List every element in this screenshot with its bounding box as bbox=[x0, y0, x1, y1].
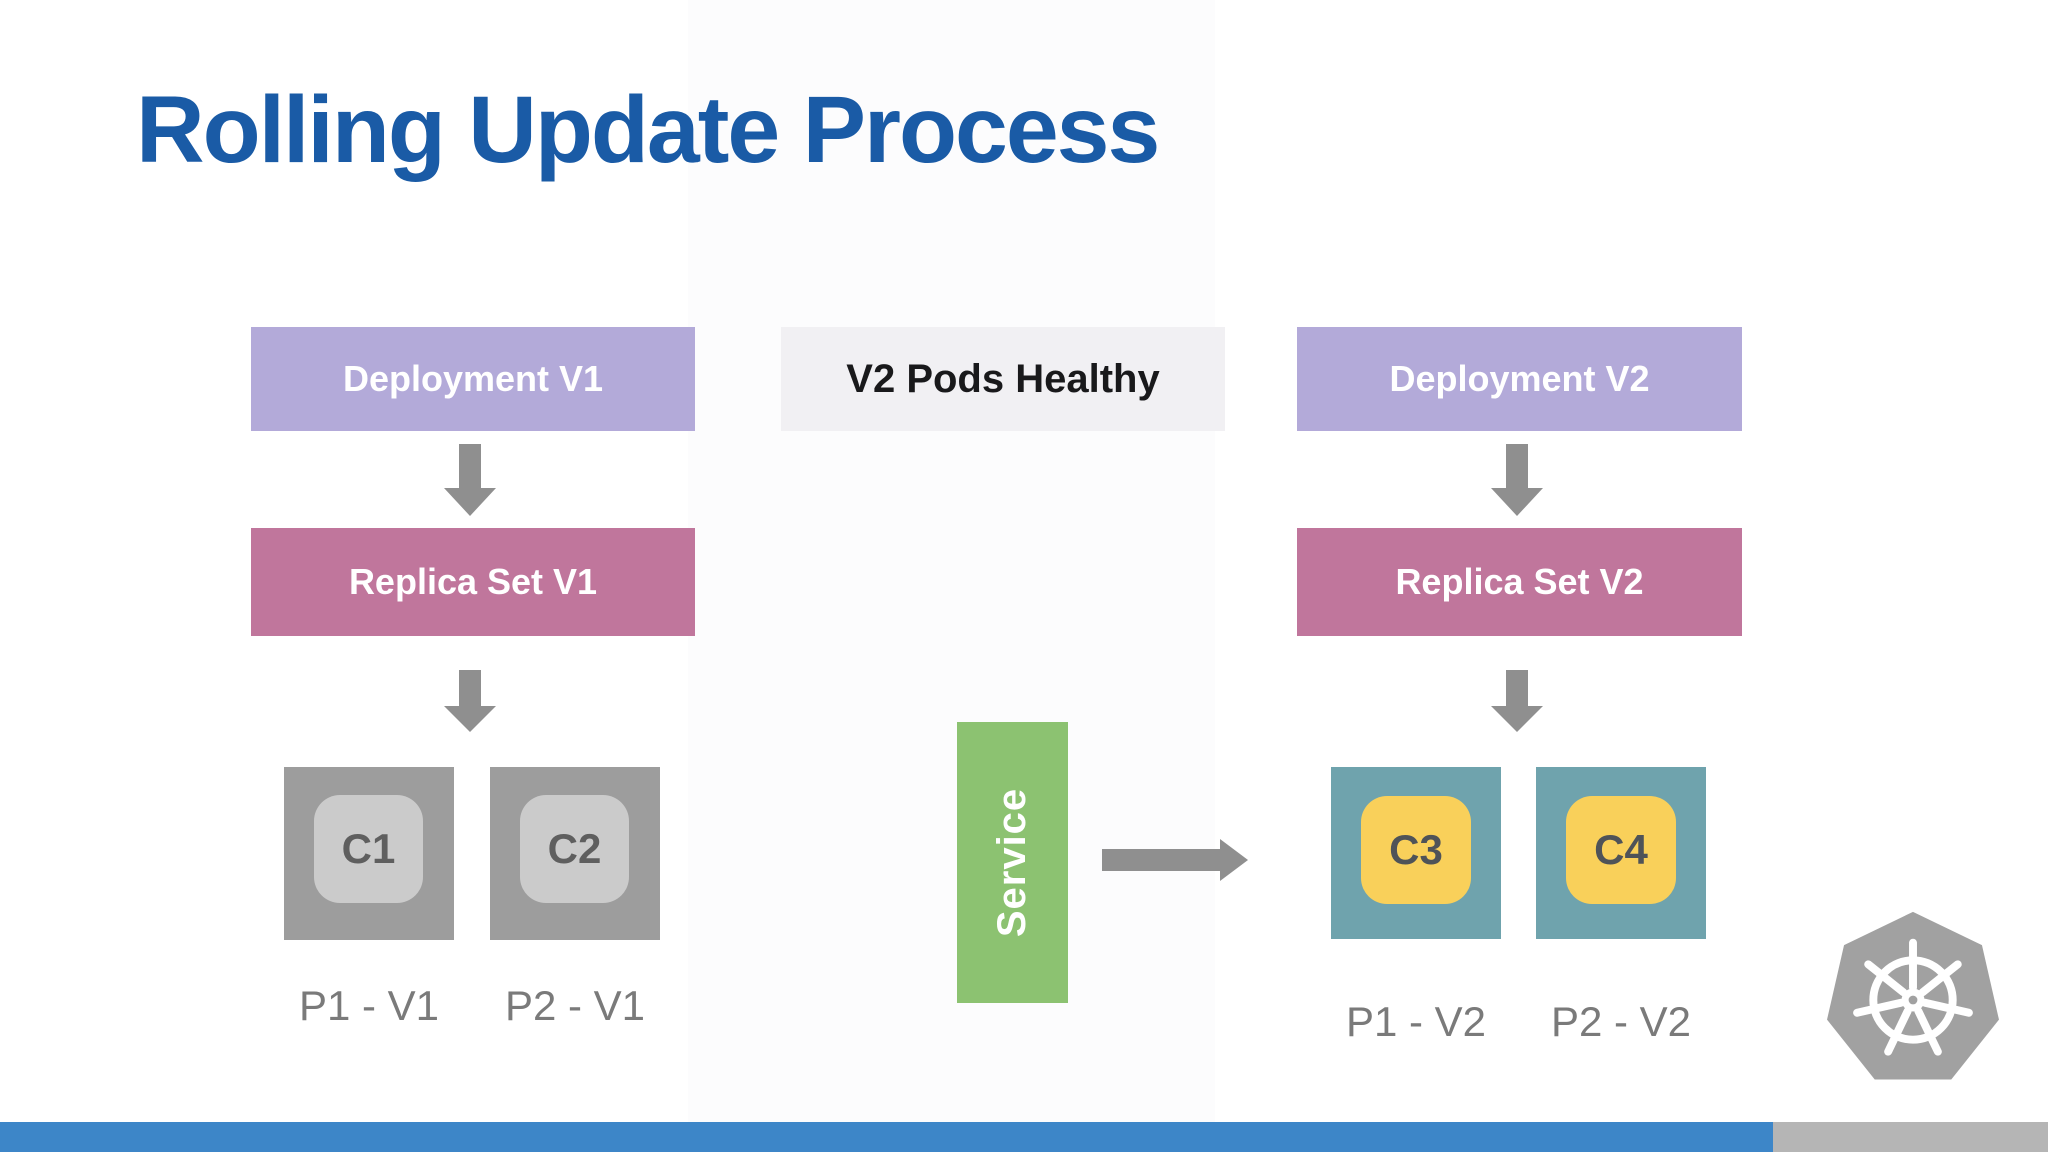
pod-p1-v2-label: P1 - V2 bbox=[1345, 998, 1487, 1045]
middle-column-background bbox=[688, 0, 1215, 1122]
replica-set-v1-label: Replica Set V1 bbox=[348, 561, 598, 602]
replica-set-v2-label: Replica Set V2 bbox=[1395, 561, 1644, 602]
deployment-v1-label: Deployment V1 bbox=[342, 358, 604, 399]
footer-gray-bar bbox=[1773, 1122, 2048, 1152]
pod-p2-v2-label: P2 - V2 bbox=[1550, 998, 1692, 1045]
v2-pods-healthy-box: V2 Pods Healthy bbox=[781, 327, 1225, 431]
helm-spokes bbox=[1853, 938, 1973, 1056]
v2-pods-healthy-label: V2 Pods Healthy bbox=[846, 356, 1160, 401]
arrow-head bbox=[444, 706, 496, 732]
container-c4-label: C4 bbox=[1594, 826, 1648, 873]
replica-set-v2-box: Replica Set V2 bbox=[1297, 528, 1742, 636]
deployment-v2-box: Deployment V2 bbox=[1297, 327, 1742, 431]
helm-hub-center bbox=[1908, 995, 1918, 1005]
arrow-stem bbox=[1506, 670, 1528, 706]
pod-p2-v2: C4 bbox=[1536, 767, 1706, 939]
right-arrow-icon bbox=[1102, 839, 1248, 881]
replica-set-v1-box: Replica Set V1 bbox=[251, 528, 695, 636]
pod-p1-v1: C1 bbox=[284, 767, 454, 940]
deployment-v1-box: Deployment V1 bbox=[251, 327, 695, 431]
container-c3-label: C3 bbox=[1389, 826, 1443, 873]
container-c2: C2 bbox=[520, 795, 629, 903]
arrow-head bbox=[1491, 706, 1543, 732]
page-title: Rolling Update Process bbox=[136, 77, 1160, 183]
pod-p2-v1-label: P2 - V1 bbox=[504, 982, 646, 1029]
arrow-stem bbox=[459, 670, 481, 706]
arrow-head bbox=[1491, 488, 1543, 516]
arrow-head bbox=[1220, 839, 1248, 881]
container-c1-label: C1 bbox=[341, 825, 396, 872]
arrow-head bbox=[444, 488, 496, 516]
arrow-stem bbox=[1506, 444, 1528, 488]
service-label: Service bbox=[990, 787, 1034, 938]
arrow-stem bbox=[459, 444, 481, 488]
pod-p1-v1-label: P1 - V1 bbox=[298, 982, 440, 1029]
container-c1: C1 bbox=[314, 795, 423, 903]
kubernetes-logo-icon bbox=[1827, 911, 1999, 1080]
footer-accent-bar bbox=[0, 1122, 1773, 1152]
pod-p2-v1: C2 bbox=[490, 767, 660, 940]
container-c4: C4 bbox=[1566, 796, 1676, 904]
service-box: Service bbox=[957, 722, 1068, 1003]
deployment-v2-label: Deployment V2 bbox=[1389, 358, 1650, 399]
container-c3: C3 bbox=[1361, 796, 1471, 904]
pod-p1-v2: C3 bbox=[1331, 767, 1501, 939]
arrow-stem bbox=[1102, 849, 1220, 871]
container-c2-label: C2 bbox=[547, 825, 602, 872]
